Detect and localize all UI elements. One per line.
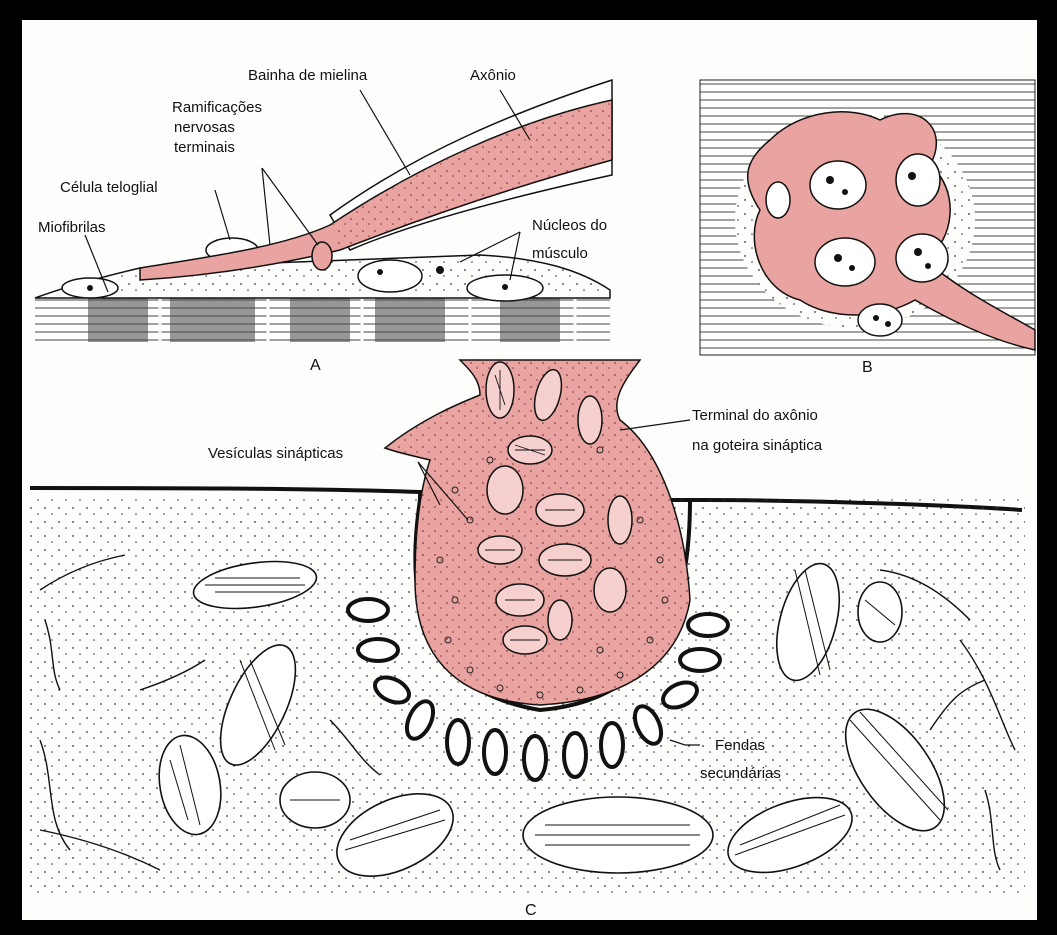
terminal-bulb (312, 242, 332, 270)
label-nucleos-do: Núcleos do (532, 217, 607, 234)
label-celula-teloglial: Célula teloglial (60, 179, 158, 196)
label-bainha-de-mielina: Bainha de mielina (248, 67, 368, 84)
label-axonio: Axônio (470, 67, 516, 84)
label-secundarias: secundárias (700, 765, 781, 782)
label-terminal-do-axonio: Terminal do axônio (692, 407, 818, 424)
label-fendas: Fendas (715, 737, 765, 754)
label-miofibrilas: Miofibrilas (38, 219, 106, 236)
panel-b: B (700, 80, 1035, 376)
label-na-goteira-sinaptica: na goteira sináptica (692, 437, 823, 454)
label-ramificacoes: Ramificações (172, 99, 262, 116)
label-vesiculas-sinapticas: Vesículas sinápticas (208, 445, 343, 462)
panel-label-b: B (862, 359, 873, 376)
myofibrils (35, 298, 610, 342)
panel-label-c: C (525, 902, 537, 919)
label-musculo: músculo (532, 245, 588, 262)
label-nervosas: nervosas (174, 119, 235, 136)
label-terminais: terminais (174, 139, 235, 156)
panel-label-a: A (310, 357, 321, 374)
